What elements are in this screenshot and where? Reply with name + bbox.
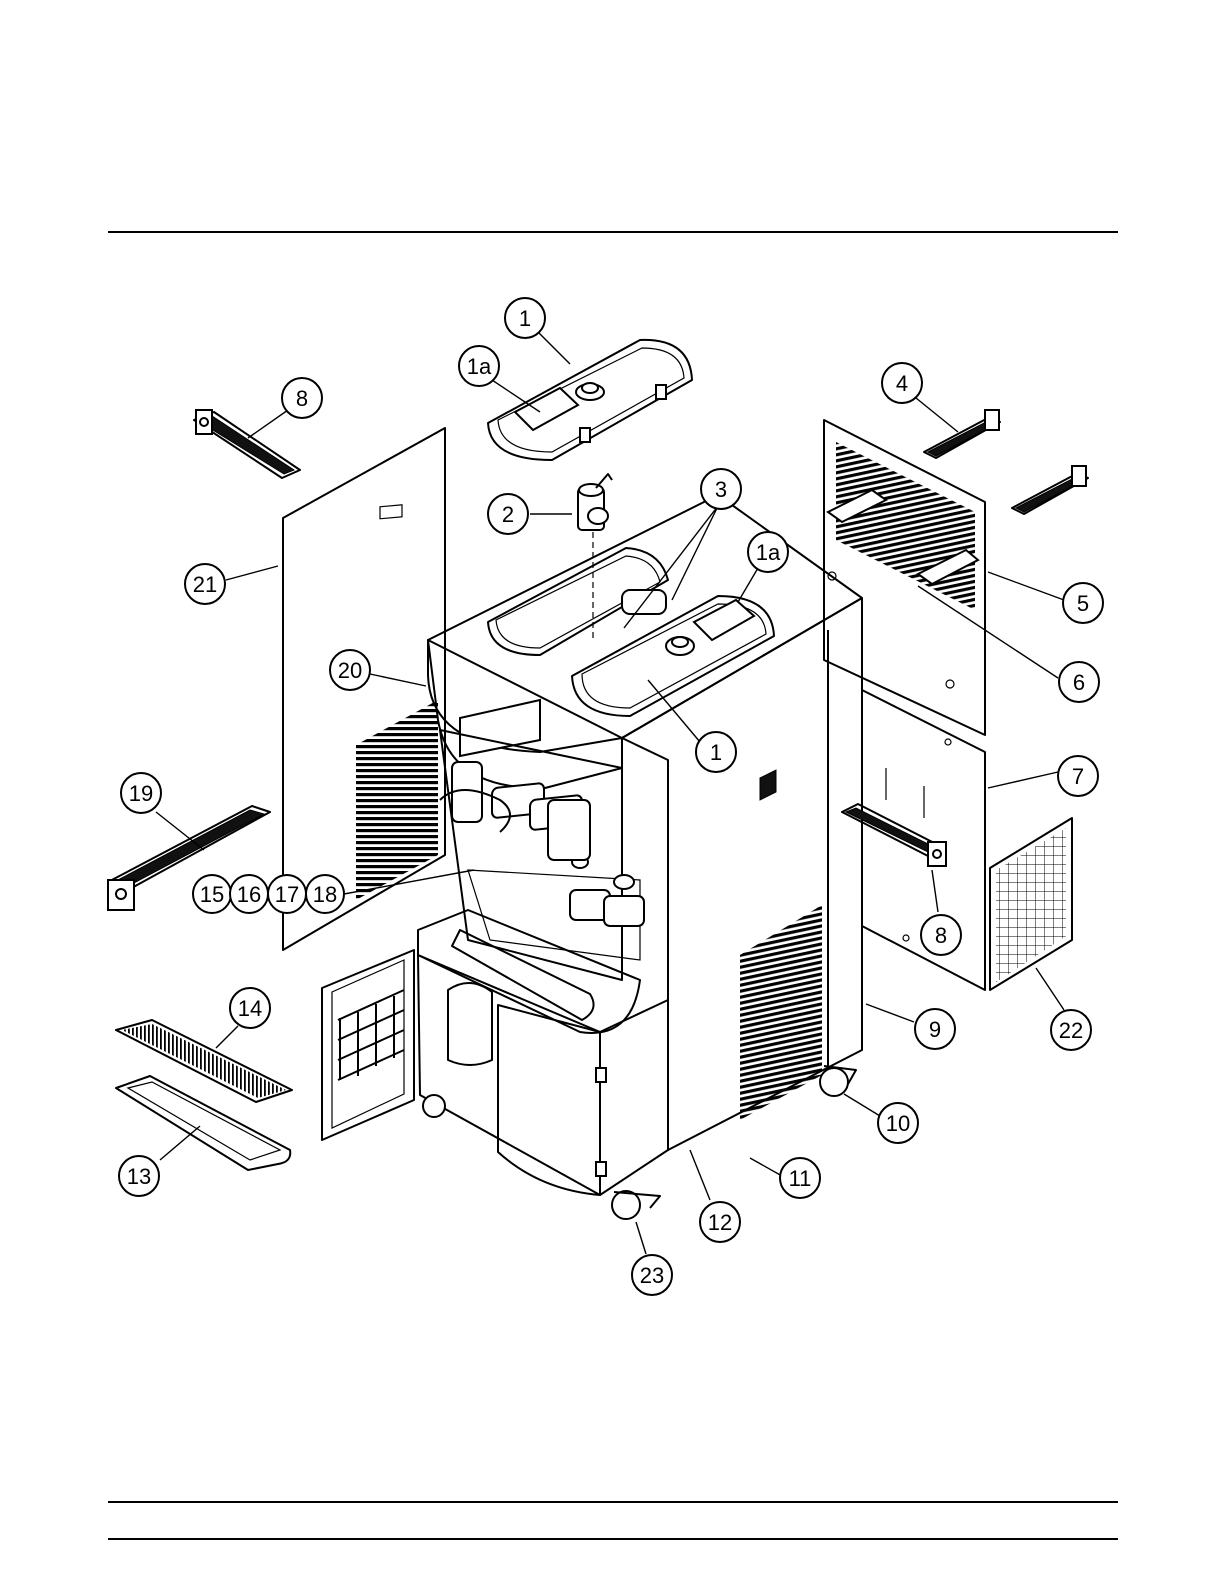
svg-text:3: 3 [715, 477, 727, 502]
callout-18: 18 [306, 875, 344, 913]
callout-12: 12 [700, 1202, 740, 1242]
callout-16: 16 [230, 875, 268, 913]
callout-7: 7 [1058, 756, 1098, 796]
callout-9: 9 [915, 1009, 955, 1049]
svg-text:19: 19 [129, 781, 153, 806]
callout-1a-top: 1a [459, 346, 499, 386]
right-top-rails [924, 410, 1088, 514]
svg-text:13: 13 [127, 1164, 151, 1189]
air-filter [990, 818, 1072, 990]
callout-1a-right: 1a [748, 532, 788, 572]
svg-text:10: 10 [886, 1111, 910, 1136]
svg-text:22: 22 [1059, 1018, 1083, 1043]
callout-20: 20 [330, 650, 370, 690]
callout-8-top: 8 [282, 378, 322, 418]
callout-23: 23 [632, 1255, 672, 1295]
callout-1-mid: 1 [696, 732, 736, 772]
callout-5: 5 [1063, 583, 1103, 623]
svg-text:8: 8 [296, 386, 308, 411]
drip-grate [116, 1020, 292, 1102]
svg-text:17: 17 [275, 882, 299, 907]
svg-text:6: 6 [1073, 670, 1085, 695]
front-door [322, 950, 414, 1140]
callout-1-top: 1 [505, 298, 545, 338]
svg-text:2: 2 [502, 502, 514, 527]
callout-19: 19 [121, 773, 161, 813]
svg-text:15: 15 [200, 882, 224, 907]
svg-text:1a: 1a [756, 540, 781, 565]
callout-2: 2 [488, 494, 528, 534]
callout-15: 15 [193, 875, 231, 913]
svg-text:21: 21 [193, 572, 217, 597]
callout-6: 6 [1059, 662, 1099, 702]
svg-text:14: 14 [238, 996, 262, 1021]
svg-text:7: 7 [1072, 764, 1084, 789]
svg-text:18: 18 [313, 882, 337, 907]
machine-body [418, 495, 862, 1219]
callout-8-right: 8 [921, 915, 961, 955]
callout-21: 21 [185, 564, 225, 604]
svg-text:12: 12 [708, 1210, 732, 1235]
svg-text:20: 20 [338, 658, 362, 683]
svg-text:1: 1 [519, 306, 531, 331]
svg-text:5: 5 [1077, 591, 1089, 616]
callout-3: 3 [701, 469, 741, 509]
svg-text:8: 8 [935, 923, 947, 948]
callout-10: 10 [878, 1103, 918, 1143]
svg-text:1a: 1a [467, 354, 492, 379]
svg-text:1: 1 [710, 740, 722, 765]
svg-text:11: 11 [789, 1166, 812, 1191]
top-left-drip-rail [194, 410, 300, 478]
callout-13: 13 [119, 1156, 159, 1196]
svg-text:23: 23 [640, 1263, 664, 1288]
callout-17: 17 [268, 875, 306, 913]
svg-text:4: 4 [896, 371, 908, 396]
callout-11: 11 [780, 1158, 820, 1198]
svg-text:16: 16 [237, 882, 261, 907]
side-drip-rail [842, 804, 946, 866]
rear-upper-panel [824, 420, 985, 735]
svg-text:9: 9 [929, 1017, 941, 1042]
callout-14: 14 [230, 988, 270, 1028]
left-side-panel [283, 428, 445, 950]
callout-22: 22 [1051, 1010, 1091, 1050]
hopper-lid-top [488, 340, 692, 460]
callout-4: 4 [882, 363, 922, 403]
